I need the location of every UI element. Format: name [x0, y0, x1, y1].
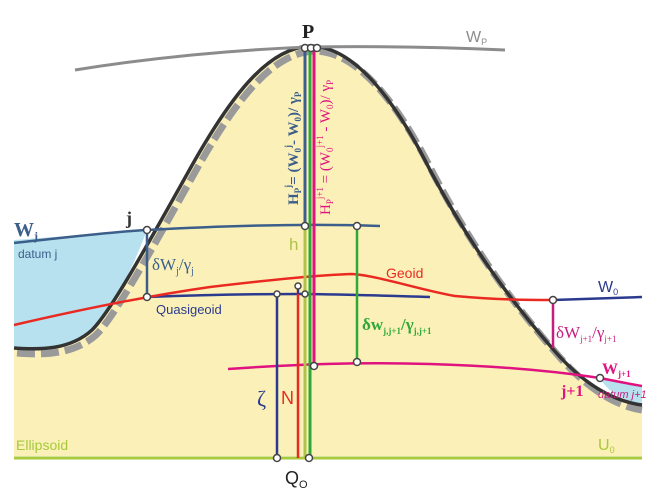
formula-h-p-j: HPj= (W0j- W0)/ γP — [283, 91, 303, 205]
marker-quasi-1 — [273, 290, 281, 298]
label-j: j — [125, 208, 132, 228]
markers — [142, 43, 605, 463]
label-wj: Wj — [14, 219, 38, 243]
marker-j — [142, 225, 152, 235]
label-u0: U0 — [598, 437, 615, 455]
marker-dw — [352, 221, 362, 231]
marker-p-right — [312, 43, 322, 53]
label-geoid: Geoid — [386, 265, 423, 281]
marker-geoid — [294, 282, 302, 290]
terrain — [14, 46, 642, 456]
marker-quasi-2 — [301, 290, 309, 298]
marker-j1-b — [352, 357, 362, 367]
label-q0: QO — [285, 468, 308, 491]
formula-h-p-j1: HPj+1 = (W0j+1 - W0)/ γP — [315, 80, 335, 215]
marker-q-left — [272, 453, 282, 463]
label-delta-wj1: δWj+1/γj+1 — [556, 323, 616, 344]
label-p: P — [302, 21, 314, 43]
label-h: h — [289, 235, 298, 254]
marker-j1-a — [309, 361, 319, 371]
label-zeta: ζ — [257, 386, 266, 411]
w0-level-line — [552, 295, 643, 302]
sea-left — [14, 230, 147, 349]
quasigeoid-line — [146, 292, 431, 299]
marker-w0-right — [548, 295, 558, 305]
label-datum-j: datum j — [18, 247, 57, 261]
label-wj1: Wj+1 — [602, 361, 631, 379]
marker-q-right — [304, 453, 314, 463]
label-datum-j1: datum j+1 — [598, 389, 647, 401]
label-j1: j+1 — [560, 383, 583, 400]
label-w0: W0 — [598, 279, 618, 297]
marker-h — [300, 221, 310, 231]
geoid-line — [13, 272, 554, 327]
label-wp: WP — [466, 29, 487, 47]
label-ellipsoid: Ellipsoid — [16, 437, 68, 453]
marker-j1 — [595, 373, 605, 383]
label-delta-w-j-j1: δwj,j+1/γj,j+1 — [362, 315, 432, 336]
label-quasigeoid: Quasigeoid — [156, 302, 222, 317]
label-delta-wj: δWj/γj — [152, 255, 194, 277]
label-n: N — [281, 388, 294, 408]
marker-quasi-j — [142, 292, 152, 302]
